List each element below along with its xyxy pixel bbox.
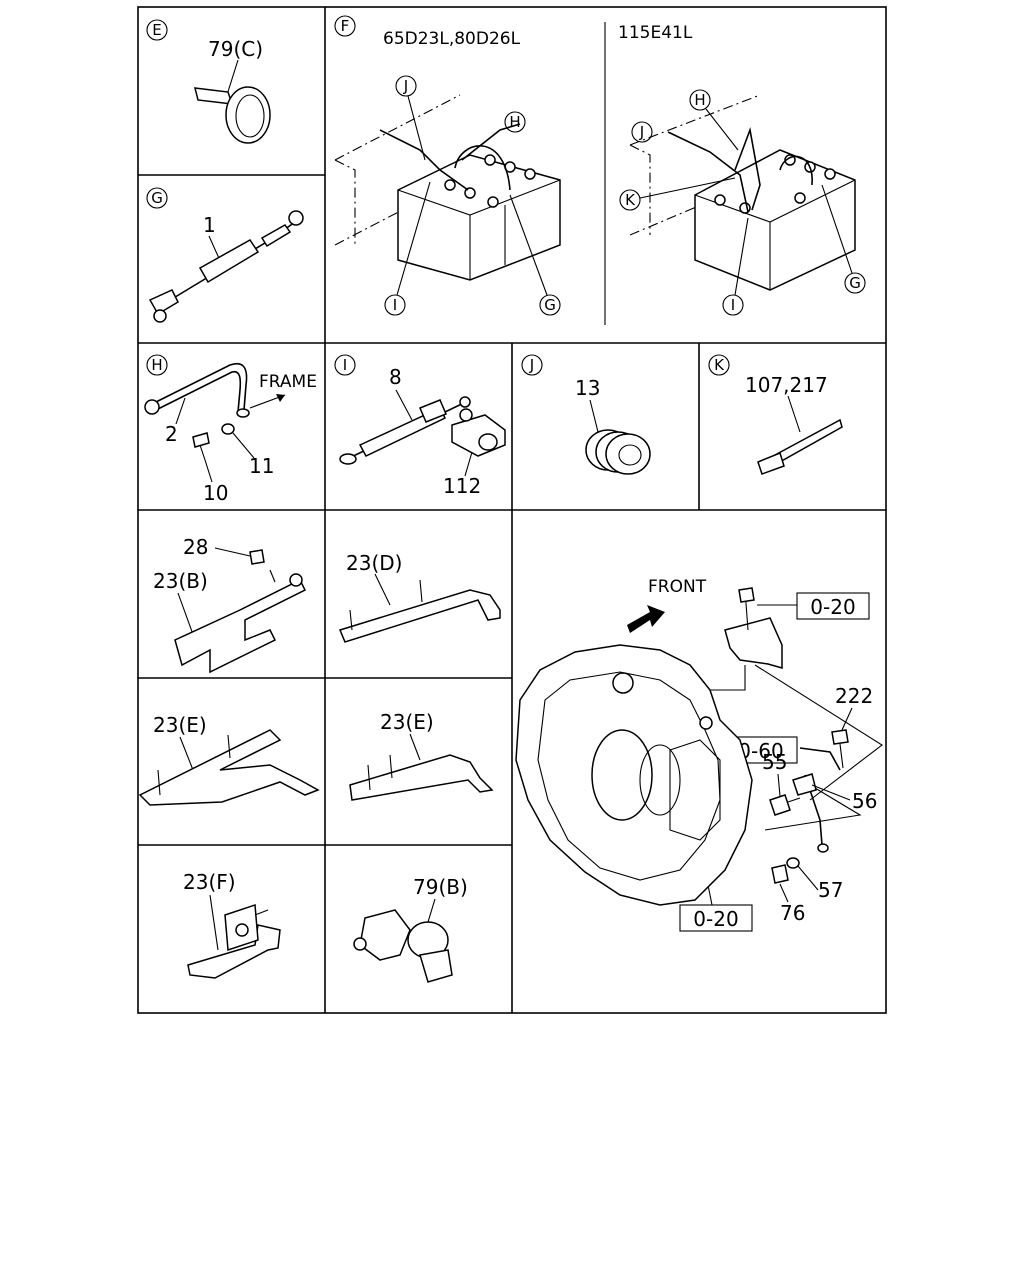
bracket-23e-right-drawing: [349, 754, 494, 801]
part-23e-label-b: 23(E): [380, 710, 434, 734]
part-107-217-label: 107,217: [745, 373, 828, 397]
ref-box-bottom: [679, 904, 753, 932]
part-13-label: 13: [575, 376, 600, 400]
bracket-plate-drawing: [724, 587, 783, 669]
panel-bracket-f: 23(F): [183, 870, 281, 979]
ref-top-label: 0-20: [810, 595, 855, 619]
svg-text:G: G: [849, 274, 861, 292]
part-10-label: 10: [203, 481, 228, 505]
battery-models-right: 115E41L: [618, 23, 693, 43]
front-arrow-icon: [627, 605, 665, 633]
panel-i-letter: I: [343, 356, 347, 374]
part-56-label: 56: [852, 789, 877, 813]
svg-text:J: J: [639, 123, 644, 141]
ground-strap-drawing: [792, 747, 841, 853]
panel-bracket-b: 28 23(B): [153, 535, 307, 674]
washer-57-drawing: [786, 857, 800, 869]
frame-label: FRAME: [259, 372, 317, 392]
nut-76-drawing: [771, 864, 789, 884]
part-55-label: 55: [762, 750, 787, 774]
panel-housing: FRONT 0-20 0-60 0-20: [515, 577, 883, 932]
bracket-23e-left-drawing: [138, 729, 320, 806]
diagram-grid: [137, 6, 887, 1014]
battery-set-right-drawing: [629, 94, 856, 291]
bell-housing-drawing: [515, 644, 753, 906]
svg-text:J: J: [403, 77, 408, 95]
svg-text:K: K: [625, 191, 636, 209]
part-57-label: 57: [818, 878, 843, 902]
nut-28-drawing: [249, 549, 265, 565]
svg-text:H: H: [509, 113, 520, 131]
part-28-label: 28: [183, 535, 208, 559]
bracket-23d-drawing: [338, 579, 501, 643]
ground-cable-2-drawing: [144, 363, 286, 418]
svg-text:H: H: [694, 91, 705, 109]
bolt-55-drawing: [769, 794, 801, 816]
clamp-79b-drawing: [353, 909, 453, 983]
bolt-10-drawing: [192, 432, 210, 461]
terminal-112-drawing: [451, 408, 506, 457]
part-76-label: 76: [780, 901, 805, 925]
washer-11-drawing: [221, 423, 235, 435]
battery-set-left-drawing: [334, 94, 561, 281]
panel-g: G 1: [146, 187, 304, 323]
battery-models-left: 65D23L,80D26L: [383, 29, 521, 49]
part-1-label: 1: [203, 213, 216, 237]
part-79b-label: 79(B): [413, 875, 468, 899]
panel-g-letter: G: [151, 189, 163, 207]
part-222-label: 222: [835, 684, 873, 708]
part-23e-label-a: 23(E): [153, 713, 207, 737]
part-23b-label: 23(B): [153, 569, 208, 593]
front-label: FRONT: [648, 577, 707, 597]
ref-box-top: [796, 592, 870, 620]
panel-bracket-e-left: 23(E): [138, 713, 320, 806]
panel-j: J 13: [521, 354, 651, 475]
part-11-label: 11: [249, 454, 274, 478]
panel-f: F 65D23L,80D26L 115E41L J H I G: [334, 15, 866, 316]
part-23d-label: 23(D): [346, 551, 402, 575]
cable-tie-drawing: [757, 418, 843, 475]
part-79c-label: 79(C): [208, 37, 263, 61]
svg-text:I: I: [731, 296, 735, 314]
panel-h-letter: H: [151, 356, 162, 374]
bracket-23f-drawing: [187, 903, 281, 979]
part-23f-label: 23(F): [183, 870, 236, 894]
panel-h: H FRAME 2 11 10: [144, 354, 317, 505]
panel-clamp-b: 79(B): [353, 875, 468, 983]
part-2-label: 2: [165, 422, 178, 446]
clamp-79c-drawing: [194, 86, 271, 144]
panel-i: I 8 112: [334, 354, 506, 498]
cable-8-drawing: [339, 396, 471, 465]
panel-e-letter: E: [152, 21, 161, 39]
ref-bottom-label: 0-20: [693, 907, 738, 931]
callouts-left: J H I G: [384, 75, 561, 316]
panel-f-letter: F: [341, 17, 350, 35]
part-8-label: 8: [389, 365, 402, 389]
grommet-13-drawing: [585, 429, 651, 475]
part-112-label: 112: [443, 474, 481, 498]
bolt-222-drawing: [831, 729, 849, 769]
panel-e: E 79(C): [146, 19, 271, 144]
panel-k: K 107,217: [708, 354, 843, 475]
svg-text:I: I: [393, 296, 397, 314]
battery-cable-1-drawing: [148, 210, 304, 323]
svg-text:G: G: [544, 296, 556, 314]
callouts-right: H J K I G: [619, 89, 866, 316]
panel-bracket-e-right: 23(E): [349, 710, 494, 801]
bracket-23b-drawing: [174, 569, 307, 674]
panel-k-letter: K: [714, 356, 725, 374]
panel-bracket-d: 23(D): [338, 551, 501, 643]
panel-j-letter: J: [529, 356, 534, 374]
